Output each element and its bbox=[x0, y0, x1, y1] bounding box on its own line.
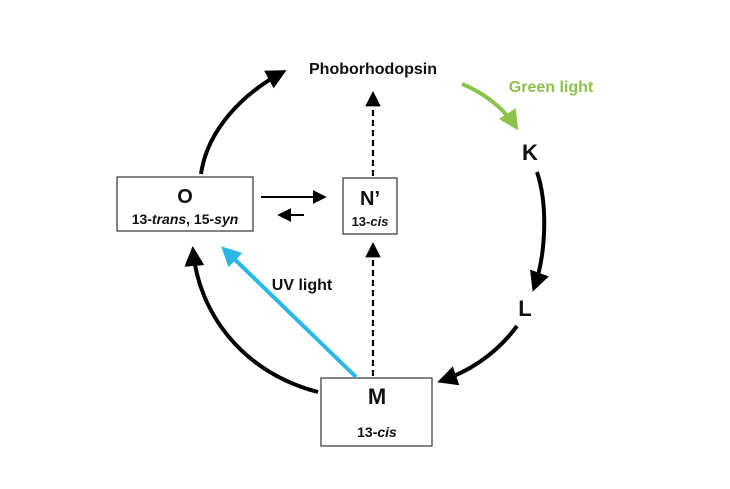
uv-light-label: UV light bbox=[272, 277, 333, 294]
node-o-label: O bbox=[177, 186, 193, 208]
node-m-box bbox=[320, 377, 433, 447]
node-l-label: L bbox=[518, 296, 531, 321]
node-phoborhodopsin-label: Phoborhodopsin bbox=[309, 61, 437, 78]
node-o-box bbox=[116, 176, 254, 232]
node-m-isomer: 13-cis bbox=[357, 424, 397, 440]
node-n-prime-isomer: 13-cis bbox=[352, 214, 389, 229]
node-o-isomer: 13-trans, 15-syn bbox=[132, 211, 239, 227]
arrow-phoborhodopsin-to-k bbox=[461, 82, 519, 131]
green-light-label: Green light bbox=[509, 79, 594, 96]
node-n-prime-box bbox=[342, 177, 398, 235]
node-m-label: M bbox=[368, 384, 386, 409]
arrow-uv-m-to-o bbox=[221, 246, 358, 379]
arrow-l-to-m bbox=[437, 324, 519, 386]
arrow-m-to-o bbox=[184, 246, 319, 394]
node-n-prime-label: N’ bbox=[360, 188, 380, 210]
arrow-k-to-l bbox=[530, 171, 549, 292]
arrow-o-to-phoborhodopsin bbox=[199, 70, 287, 175]
node-k-label: K bbox=[522, 140, 538, 165]
